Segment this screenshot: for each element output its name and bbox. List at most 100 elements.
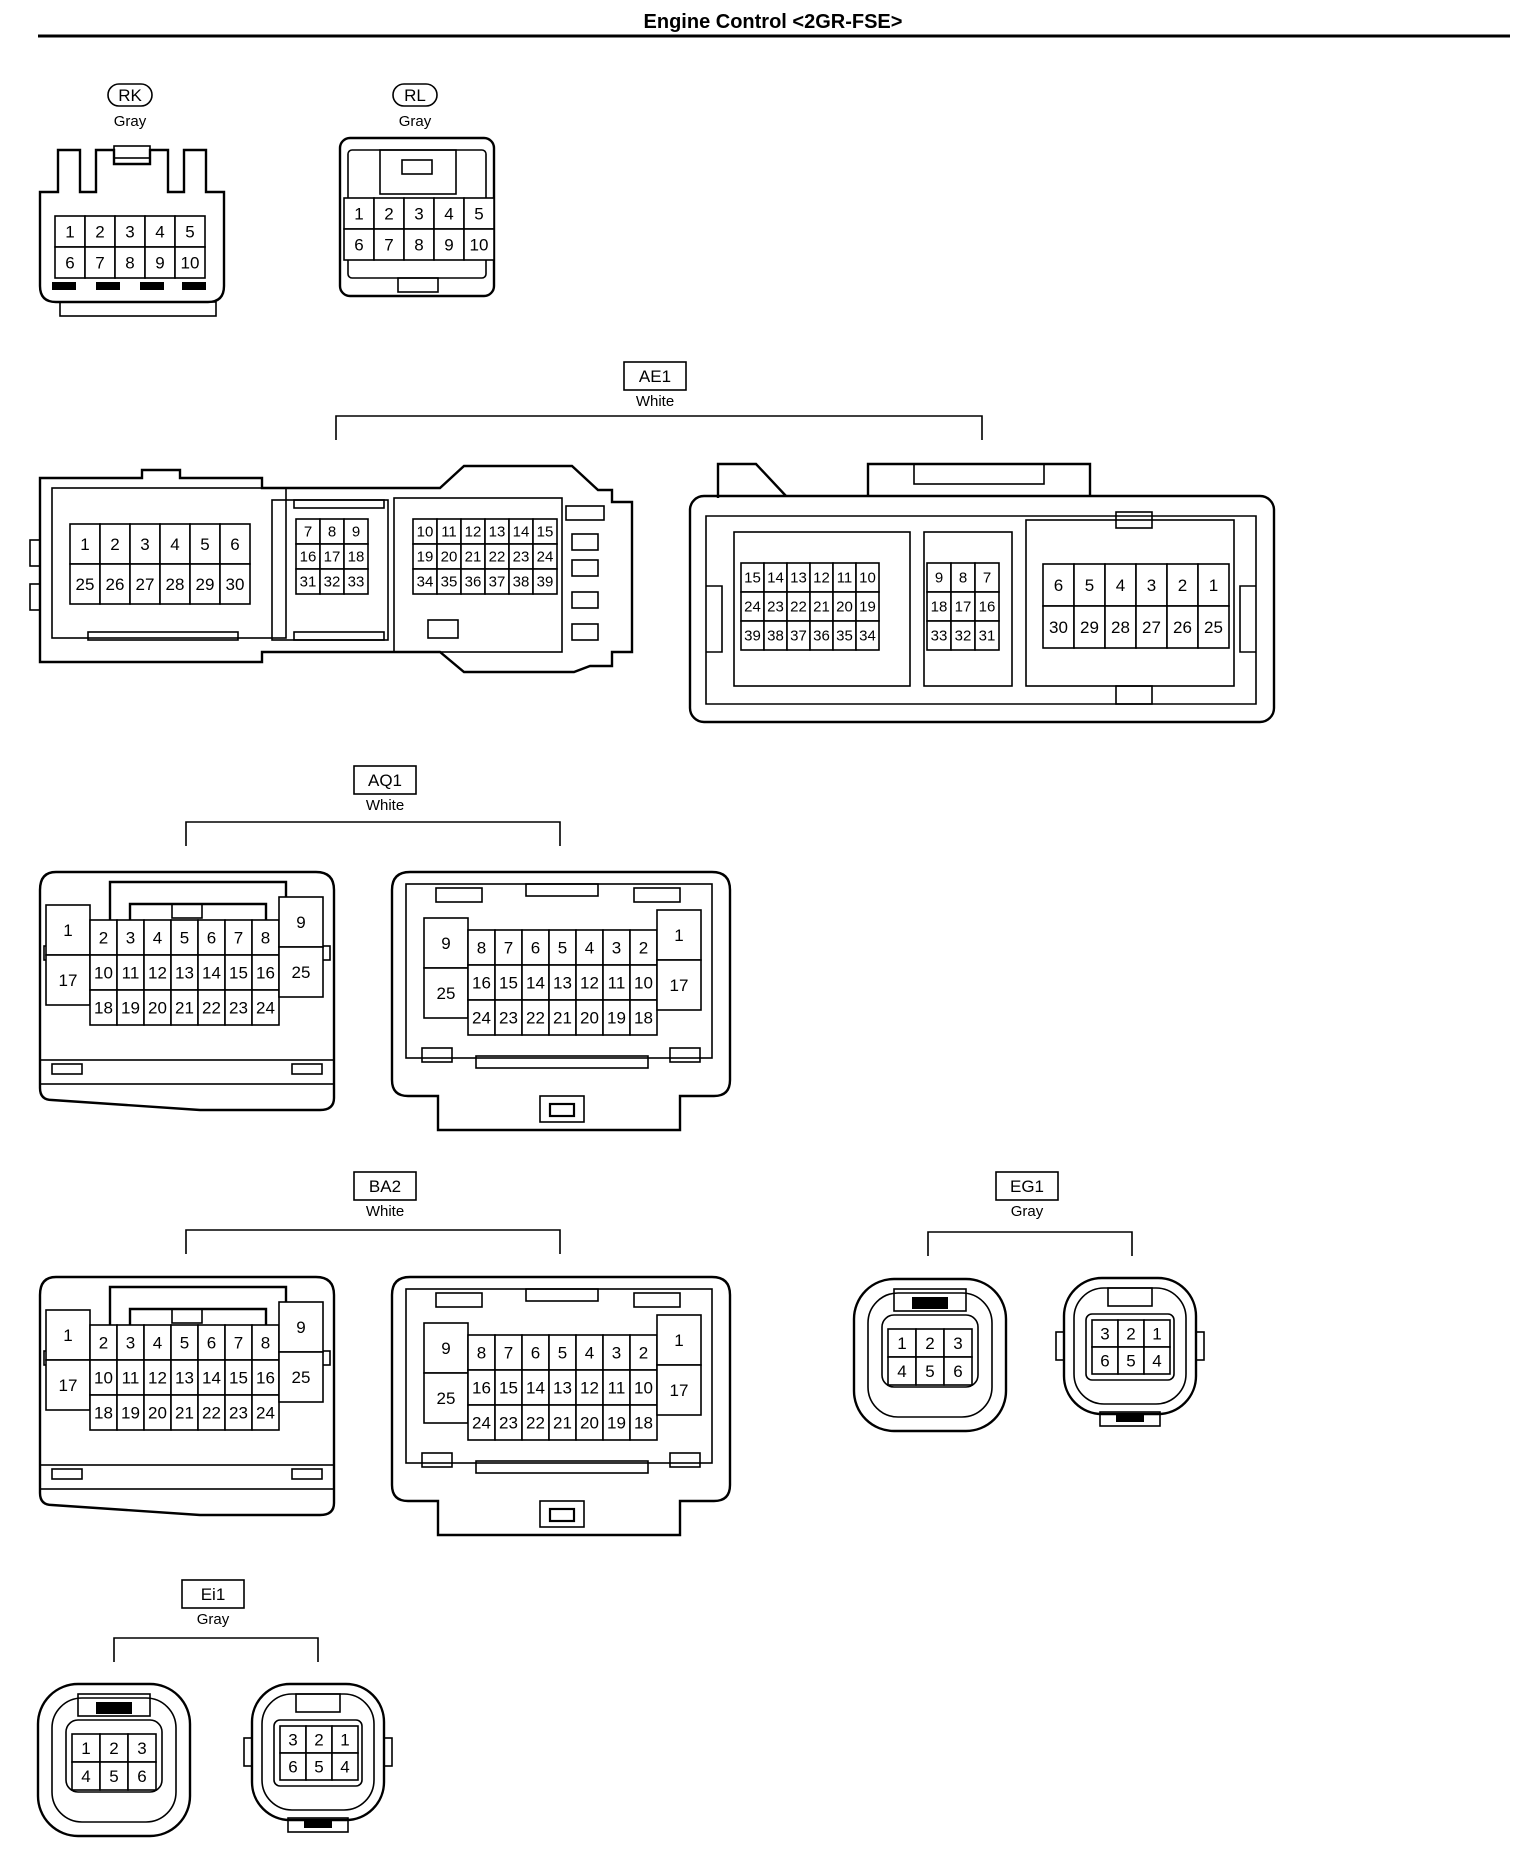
connector-ae1-name: AE1 xyxy=(639,367,671,386)
pin-number: 5 xyxy=(925,1362,934,1381)
pin: 8 xyxy=(114,246,146,279)
pin-number: 8 xyxy=(477,1344,486,1363)
pin-cell xyxy=(343,228,375,261)
pin-number: 13 xyxy=(175,964,194,983)
pin: 10 xyxy=(629,1369,658,1406)
pin-cell xyxy=(174,246,206,279)
pin: 11 xyxy=(116,954,145,991)
pin-number: 22 xyxy=(202,1404,221,1423)
pin-number: 6 xyxy=(230,535,239,554)
pin-number: 23 xyxy=(229,1404,248,1423)
pin-number: 9 xyxy=(352,524,360,541)
pin: 12 xyxy=(575,964,604,1001)
pin-number: 7 xyxy=(504,939,513,958)
pin-number: 19 xyxy=(417,549,434,566)
pin-cell xyxy=(532,568,558,595)
pin: 5 xyxy=(1073,563,1106,607)
pin-number: 1 xyxy=(63,1326,72,1345)
pin-cell xyxy=(467,1404,496,1441)
connector-ei1-name: Ei1 xyxy=(201,1585,226,1604)
pin: 1 xyxy=(656,1314,702,1366)
pin: 8 xyxy=(950,562,976,593)
pin: 32 xyxy=(319,568,345,595)
pin: 35 xyxy=(832,620,857,651)
pin-number: 10 xyxy=(634,1379,653,1398)
pin-cell xyxy=(974,562,1000,593)
pin-number: 25 xyxy=(292,963,311,982)
pin-number: 35 xyxy=(441,574,458,591)
pin: 1 xyxy=(331,1725,359,1754)
pin-cell xyxy=(251,989,280,1026)
pin-number: 6 xyxy=(531,939,540,958)
pin-number: 2 xyxy=(1178,576,1187,595)
pin-cell xyxy=(144,246,176,279)
pin-number: 19 xyxy=(121,999,140,1018)
pin-number: 7 xyxy=(983,570,991,587)
pin: 3 xyxy=(602,929,631,966)
pin: 15 xyxy=(494,964,523,1001)
pin-number: 9 xyxy=(935,570,943,587)
pin: 9 xyxy=(278,896,324,948)
pin: 21 xyxy=(809,591,834,622)
pin-number: 7 xyxy=(384,236,393,255)
pin-number: 6 xyxy=(288,1758,297,1777)
pin: 23 xyxy=(494,1404,523,1441)
pin: 7 xyxy=(494,929,523,966)
pin-number: 6 xyxy=(207,929,216,948)
page-title: Engine Control <2GR-FSE> xyxy=(644,11,903,33)
pin: 2 xyxy=(305,1725,333,1754)
pin-number: 1 xyxy=(674,1331,683,1350)
pin-number: 9 xyxy=(155,254,164,273)
pin: 7 xyxy=(295,518,321,545)
pin-cell xyxy=(926,591,952,622)
pin: 3 xyxy=(116,919,145,956)
pin: 12 xyxy=(143,1359,172,1396)
pin-cell xyxy=(224,1394,253,1431)
pin-number: 3 xyxy=(125,223,134,242)
pin-number: 1 xyxy=(80,535,89,554)
pin: 36 xyxy=(460,568,486,595)
pin-number: 4 xyxy=(585,1344,594,1363)
pin: 39 xyxy=(740,620,765,651)
pin-cell xyxy=(343,518,369,545)
pin-cell xyxy=(278,1301,324,1353)
pin-number: 25 xyxy=(1204,618,1223,637)
pin-number: 22 xyxy=(790,599,807,616)
pin-cell xyxy=(974,591,1000,622)
pin-number: 5 xyxy=(474,205,483,224)
pin: 6 xyxy=(219,523,251,565)
pin: 25 xyxy=(278,1351,324,1403)
pin: 3 xyxy=(943,1328,973,1358)
pin-number: 23 xyxy=(767,599,784,616)
pin: 8 xyxy=(251,1324,280,1361)
pin-number: 15 xyxy=(229,964,248,983)
pin: 38 xyxy=(763,620,788,651)
pin: 23 xyxy=(494,999,523,1036)
pin: 12 xyxy=(809,562,834,593)
pin-cell xyxy=(1197,605,1230,649)
connector-ei1-bracket xyxy=(113,1637,319,1662)
pin-cell xyxy=(71,1761,101,1791)
pin-number: 22 xyxy=(526,1414,545,1433)
pin: 2 xyxy=(629,1334,658,1371)
pin-number: 27 xyxy=(136,575,155,594)
pin: 7 xyxy=(494,1334,523,1371)
pin-number: 17 xyxy=(670,976,689,995)
pin: 27 xyxy=(1135,605,1168,649)
pin: 16 xyxy=(295,543,321,570)
pin-number: 2 xyxy=(1126,1325,1135,1344)
pin: 14 xyxy=(508,518,534,545)
pin: 8 xyxy=(467,929,496,966)
connector-ei1-color: Gray xyxy=(197,1611,230,1628)
connector-ae1-badge xyxy=(623,361,687,391)
pin: 26 xyxy=(1166,605,1199,649)
pin-number: 1 xyxy=(65,223,74,242)
pin-cell xyxy=(295,518,321,545)
pin: 7 xyxy=(373,228,405,261)
pin-cell xyxy=(129,523,161,565)
pin-number: 10 xyxy=(417,524,434,541)
